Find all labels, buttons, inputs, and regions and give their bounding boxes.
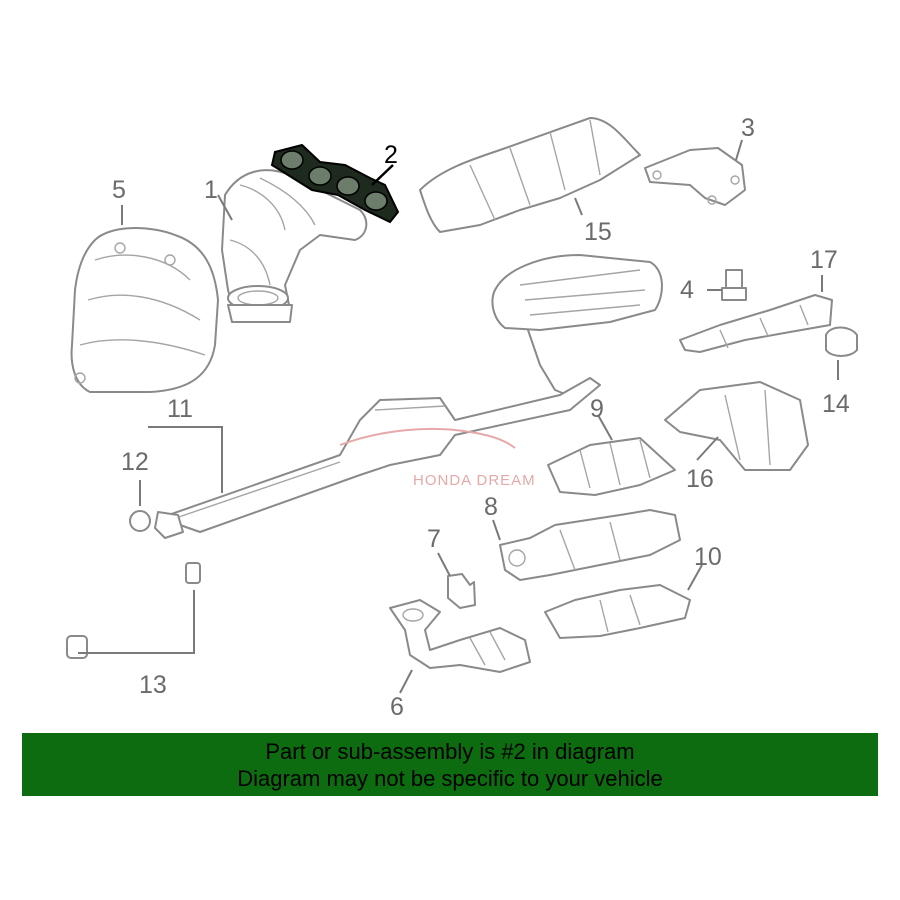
callout-7: 7	[427, 525, 441, 553]
part-4-bolt[interactable]	[721, 269, 747, 301]
callout-3: 3	[741, 114, 755, 142]
callout-16: 16	[686, 465, 714, 493]
part-2-manifold-gasket[interactable]	[270, 143, 400, 224]
callout-11: 11	[167, 395, 193, 423]
callout-13: 13	[139, 671, 167, 699]
part-17-heat-shield[interactable]	[679, 294, 833, 353]
part-9-heat-shield[interactable]	[547, 437, 676, 496]
silencer-assembly	[491, 254, 663, 401]
part-3-bracket[interactable]	[644, 147, 746, 206]
part-13-hanger-upper[interactable]	[185, 562, 201, 584]
callout-8: 8	[484, 493, 498, 521]
part-13-hanger-lower[interactable]	[66, 635, 88, 659]
watermark: HONDA DREAM	[339, 427, 536, 489]
callout-1: 1	[204, 176, 218, 204]
watermark-text: HONDA DREAM	[413, 472, 536, 489]
part-15-heat-shield[interactable]	[419, 117, 641, 233]
part-16-heat-shield[interactable]	[664, 381, 809, 471]
callout-9: 9	[590, 395, 604, 423]
callout-5: 5	[112, 176, 126, 204]
callout-12: 12	[121, 448, 149, 476]
callout-4: 4	[680, 276, 694, 304]
callouts: 5 1 2 3 15 4 17 14 11 12 9 16 8 7 10 6 1…	[112, 114, 850, 721]
part-6-front-pipe[interactable]	[389, 599, 531, 673]
callout-6: 6	[390, 693, 404, 721]
part-7-bracket[interactable]	[447, 573, 476, 609]
banner-line-1: Part or sub-assembly is #2 in diagram	[265, 738, 635, 764]
callout-17: 17	[810, 246, 838, 274]
part-14-rubber-mount[interactable]	[825, 326, 858, 357]
banner-line-2: Diagram may not be specific to your vehi…	[237, 765, 663, 791]
part-8-catalytic-converter[interactable]	[499, 509, 681, 581]
info-banner: Part or sub-assembly is #2 in diagram Di…	[22, 733, 878, 796]
callout-2: 2	[384, 141, 398, 169]
part-5-heat-shield[interactable]	[70, 227, 219, 393]
part-11-exhaust-pipe[interactable]	[154, 377, 601, 539]
part-12-gasket[interactable]	[129, 510, 151, 532]
callout-14: 14	[822, 390, 850, 418]
part-1-exhaust-manifold[interactable]	[221, 169, 368, 323]
leader-lines	[78, 139, 839, 694]
callout-15: 15	[584, 218, 612, 246]
part-10-converter[interactable]	[544, 584, 691, 639]
callout-10: 10	[694, 543, 722, 571]
